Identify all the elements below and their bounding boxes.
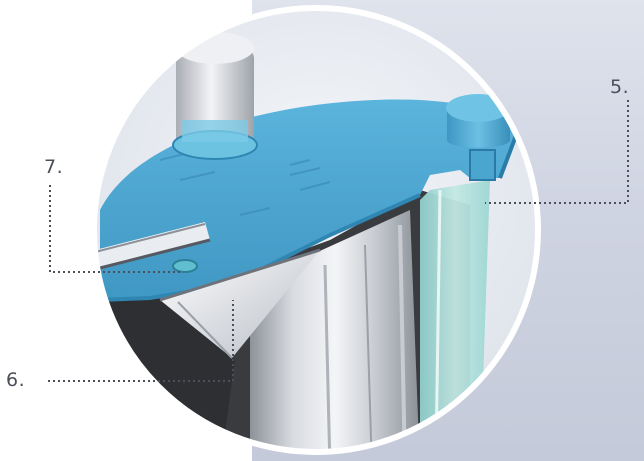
top-knob <box>172 32 258 160</box>
lid-slot <box>95 222 210 268</box>
leader-line-7 <box>49 185 182 273</box>
magnifier-lens <box>91 5 541 455</box>
leader-lines <box>48 100 629 382</box>
leader-line-6 <box>48 300 234 382</box>
gasket-ring <box>172 259 198 273</box>
callout-label-5: 5. <box>610 76 630 98</box>
funnel-cone <box>160 250 320 358</box>
callout-label-6: 6. <box>6 369 26 391</box>
callout-label-7: 7. <box>44 156 64 178</box>
